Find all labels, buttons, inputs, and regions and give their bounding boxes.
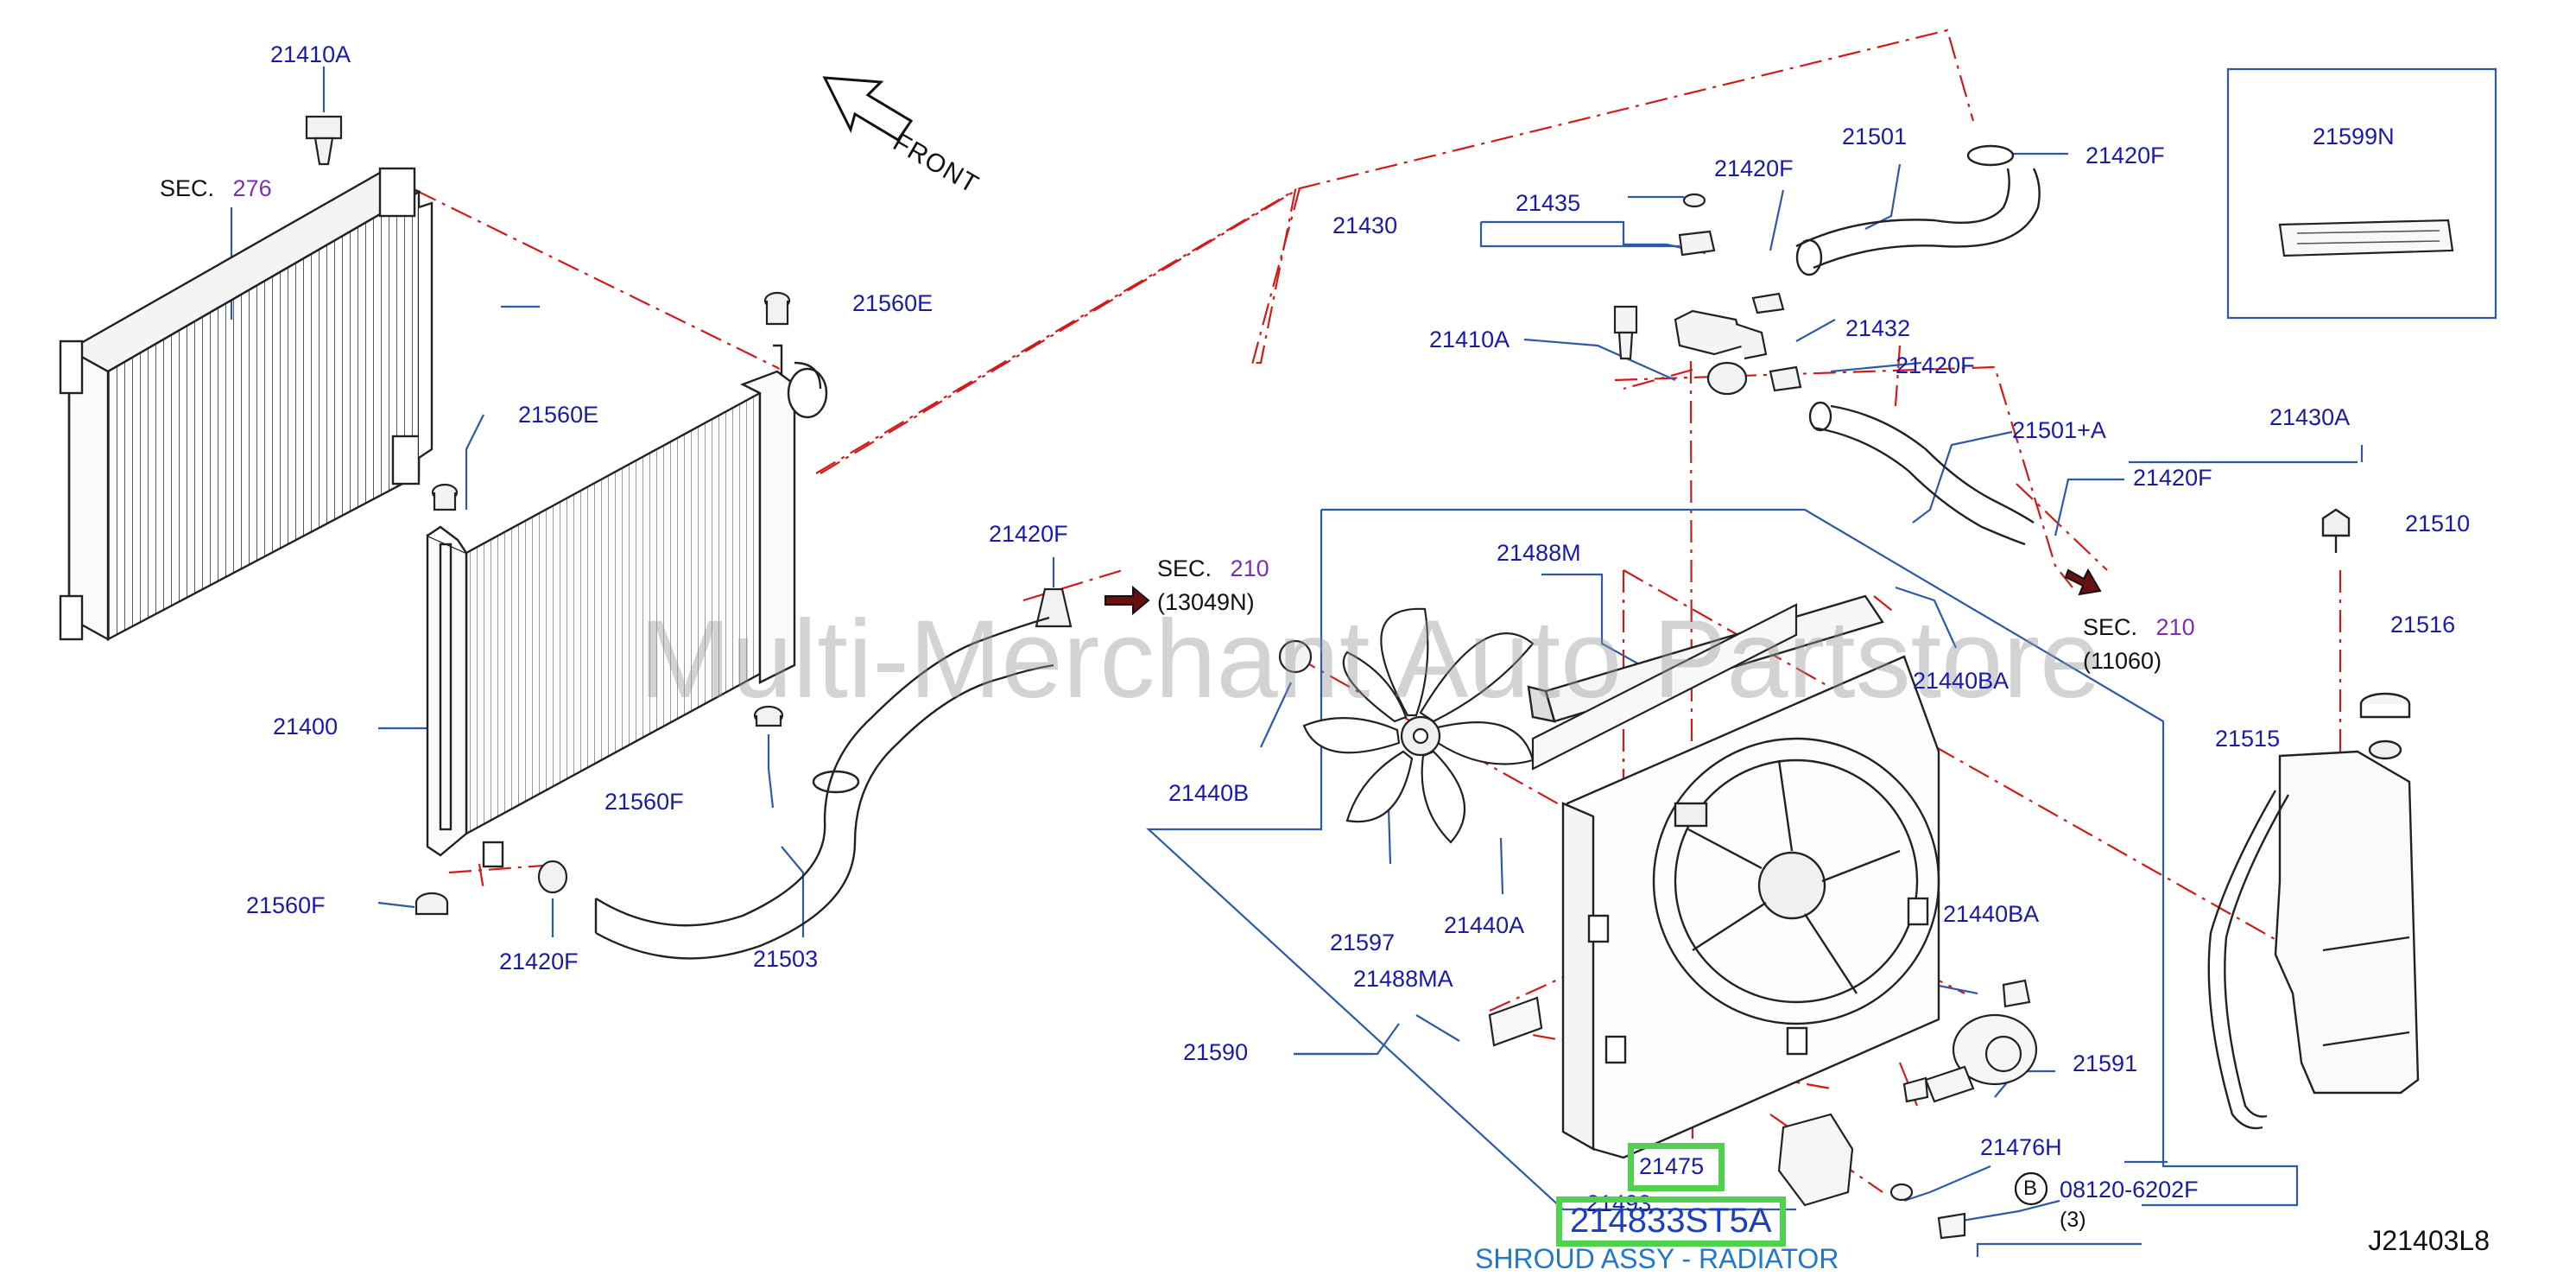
part-label[interactable]: 21597 bbox=[1330, 930, 1396, 955]
part-label[interactable]: 21440BA bbox=[1943, 901, 2040, 927]
part-label[interactable]: 21591 bbox=[2073, 1050, 2138, 1076]
flow-arrows bbox=[1104, 568, 2102, 616]
highlight-box-main bbox=[1556, 1196, 1786, 1247]
front-arrow-icon bbox=[822, 76, 914, 143]
sec-number: 276 bbox=[232, 175, 272, 201]
bolt-callout-number[interactable]: 08120-6202F bbox=[2060, 1177, 2199, 1203]
part-label[interactable]: 21420F bbox=[989, 521, 1068, 547]
water-outlet bbox=[1613, 193, 1802, 396]
sec-ref-210-11060[interactable]: SEC. 210 (11060) bbox=[2083, 616, 2195, 673]
part-label[interactable]: 21515 bbox=[2215, 726, 2281, 752]
part-label[interactable]: 21435 bbox=[1516, 190, 1581, 216]
fasteners-left bbox=[305, 115, 1073, 916]
part-label[interactable]: 21400 bbox=[273, 714, 339, 739]
part-label[interactable]: 21493 bbox=[1586, 1190, 1652, 1216]
highlight-box-21475 bbox=[1628, 1143, 1725, 1191]
part-label[interactable]: 21488MA bbox=[1353, 966, 1453, 992]
upper-hoses bbox=[1795, 144, 2041, 546]
part-label[interactable]: 21560F bbox=[246, 892, 326, 918]
part-label[interactable]: 21420F bbox=[1714, 155, 1794, 181]
part-label[interactable]: 21503 bbox=[753, 946, 819, 972]
part-label[interactable]: 21516 bbox=[2390, 612, 2456, 638]
part-label[interactable]: 21420F bbox=[2133, 465, 2212, 491]
bolt-callout-circle bbox=[2014, 1171, 2048, 1206]
part-label[interactable]: 21488M bbox=[1497, 540, 1581, 566]
part-label[interactable]: 21510 bbox=[2405, 511, 2471, 536]
part-label[interactable]: 21420F bbox=[2085, 143, 2165, 168]
part-label[interactable]: 21599N bbox=[2313, 124, 2395, 149]
bolt-callout-letter: B bbox=[2023, 1177, 2038, 1200]
highlighted-part-number[interactable]: 214833ST5A bbox=[1570, 1202, 1772, 1240]
bolt-callout-qty: (3) bbox=[2060, 1208, 2086, 1232]
foam-pads bbox=[1488, 603, 1798, 1047]
part-label[interactable]: 21440B bbox=[1168, 780, 1250, 806]
sec-prefix: SEC. bbox=[160, 175, 215, 201]
part-label[interactable]: 21440A bbox=[1444, 912, 1525, 938]
part-label[interactable]: 21410A bbox=[1429, 327, 1510, 352]
part-label[interactable]: 21432 bbox=[1845, 315, 1911, 341]
part-label[interactable]: 21476H bbox=[1980, 1134, 2062, 1160]
sec-ref-210-13049n[interactable]: SEC. 210 (13049N) bbox=[1157, 557, 1269, 614]
part-label[interactable]: 21560E bbox=[518, 402, 599, 428]
part-label[interactable]: 21440BA bbox=[1913, 668, 2010, 694]
sec-sub: (11060) bbox=[2083, 648, 2162, 674]
part-label[interactable]: 21420F bbox=[499, 949, 579, 974]
part-label[interactable]: 21430A bbox=[2269, 404, 2351, 430]
sec-prefix: SEC. bbox=[1157, 555, 1212, 581]
lower-hose bbox=[594, 616, 1054, 960]
part-label[interactable]: 21501 bbox=[1842, 124, 1908, 149]
sec-prefix: SEC. bbox=[2083, 614, 2138, 640]
part-label[interactable]: 21590 bbox=[1183, 1039, 1249, 1065]
sec-number: 210 bbox=[1230, 555, 1269, 581]
part-label-21475[interactable]: 21475 bbox=[1639, 1153, 1705, 1179]
fan-motor bbox=[1777, 979, 2038, 1240]
cooling-fan bbox=[1278, 607, 1535, 844]
sec-number: 210 bbox=[2155, 614, 2195, 640]
part-label[interactable]: 21430 bbox=[1332, 213, 1398, 238]
part-label[interactable]: 21420F bbox=[1896, 352, 1975, 378]
radiator bbox=[426, 344, 828, 868]
overflow-hose bbox=[2207, 790, 2290, 1130]
part-label[interactable]: 21501+A bbox=[2012, 417, 2106, 443]
part-label[interactable]: 21560E bbox=[852, 290, 934, 316]
sec-sub: (13049N) bbox=[1157, 589, 1255, 615]
sec-ref-276[interactable]: SEC. 276 bbox=[160, 177, 272, 200]
inset-box bbox=[2226, 67, 2497, 320]
shroud-assembly bbox=[1527, 594, 1940, 1159]
highlighted-part-description: SHROUD ASSY - RADIATOR bbox=[1475, 1243, 1839, 1274]
reservoir-tank bbox=[2274, 508, 2420, 1095]
diagram-code: J21403L8 bbox=[2368, 1225, 2490, 1256]
condenser bbox=[59, 167, 434, 642]
part-label[interactable]: 21560F bbox=[604, 789, 684, 815]
part-label[interactable]: 21410A bbox=[270, 41, 351, 67]
